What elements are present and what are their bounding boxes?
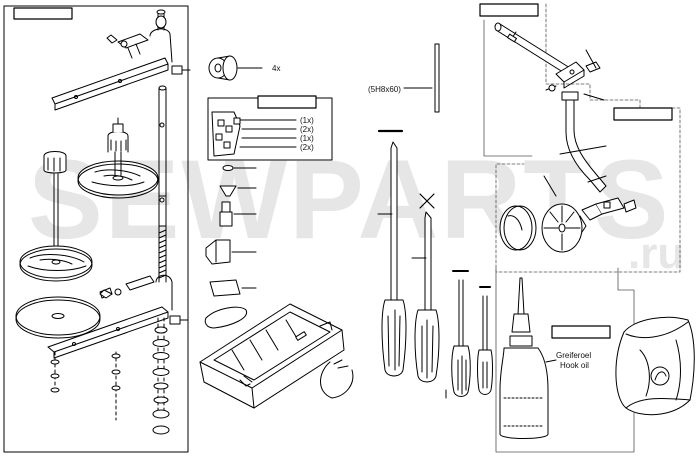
winder-wheel — [499, 205, 537, 251]
thread-stand-frame — [3, 5, 189, 453]
bearing-qty-label: 4x — [272, 64, 280, 73]
watermark: SEWPARTS .ru — [28, 137, 684, 278]
rubber-strip-part — [204, 306, 248, 329]
clamp-screw-part — [219, 201, 257, 227]
bobbin-winder-label-box — [479, 3, 539, 17]
oil-can-group: Greiferoel Hook oil — [495, 267, 635, 453]
screw-qty-3: (1x) — [300, 134, 314, 143]
oil-label-de: Greiferoel — [556, 351, 591, 360]
washer-nut-stack-left — [50, 351, 121, 421]
wing-screw-top — [106, 34, 128, 48]
screw-set-label-box — [257, 95, 317, 109]
oil-label-en: Hook oil — [560, 361, 589, 370]
winder-disc — [541, 203, 583, 253]
screwdriver-cross — [411, 193, 440, 383]
drip-tray — [199, 303, 345, 409]
thread-stand-label-box — [13, 7, 73, 20]
washer-nut-stack — [152, 317, 170, 435]
screwdriver-small-1 — [445, 270, 471, 399]
drive-belt — [320, 359, 354, 399]
pin-part: (5H8x60) — [368, 43, 440, 113]
felt-pad-part — [209, 279, 257, 297]
spool-disc-upper — [77, 151, 159, 199]
wing-screw-lower — [99, 288, 122, 299]
dust-cover — [615, 316, 695, 416]
screw-right-top — [171, 65, 191, 75]
spring-washer-part — [219, 185, 257, 197]
screw-qty-4: (2x) — [300, 143, 314, 152]
bearing-part: 4x — [208, 55, 280, 81]
winder-lever — [561, 91, 607, 193]
screw-set-box: (1x) (2x) (1x) (2x) — [207, 95, 333, 161]
spool-pin-upper — [107, 117, 129, 153]
screw-qty-2: (2x) — [300, 125, 314, 134]
bobbin-winder-outline-2 — [483, 19, 533, 157]
needle-plate-part — [205, 239, 257, 265]
base-plate — [15, 296, 101, 339]
winder-shaft — [494, 22, 571, 75]
screw-qty-1: (1x) — [300, 116, 314, 125]
screwdriver-small-2 — [477, 286, 493, 395]
spool-pin-left — [43, 151, 67, 253]
winder-bracket — [579, 197, 637, 233]
pin-size-label: (5H8x60) — [368, 85, 401, 94]
bobbin-winder-group — [479, 3, 681, 273]
screw-right-lower — [169, 315, 189, 325]
bobbin-winder-sublabel-box — [613, 107, 673, 121]
thread-stand-group — [3, 5, 191, 453]
watermark-suffix: .ru — [628, 229, 684, 278]
winder-clamp — [545, 61, 601, 92]
thread-guide-arm — [51, 9, 173, 111]
spool-disc-left — [19, 245, 93, 282]
screw-small — [222, 165, 257, 171]
stand-rod — [158, 85, 167, 283]
oil-can-label-box — [551, 325, 611, 339]
screwdriver-large — [377, 129, 407, 377]
